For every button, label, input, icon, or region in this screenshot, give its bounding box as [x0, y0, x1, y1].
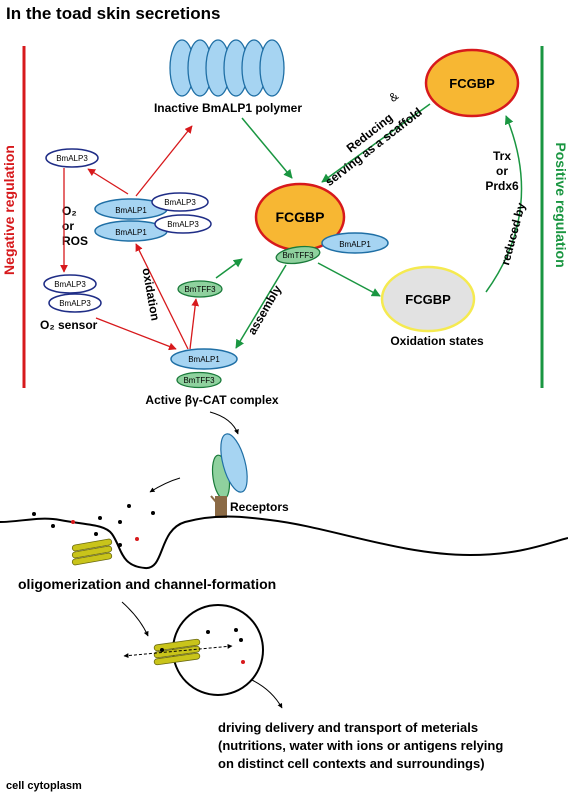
complex-bmalp3-b: BmALP3: [167, 220, 199, 229]
trx-line1: Trx: [493, 149, 511, 163]
o2-line2: or: [62, 219, 74, 233]
bmalp1-center-label: BmALP1: [339, 240, 371, 249]
trx-line2: or: [496, 164, 508, 178]
bmalp3-sensor-b-label: BmALP3: [59, 299, 91, 308]
arrow-to-delivery: [251, 679, 283, 709]
bmalp3-sensor-a: [43, 274, 97, 294]
delivery-line3: on distinct cell contexts and surroundin…: [218, 756, 485, 771]
bmalp3-single-label: BmALP3: [56, 154, 88, 163]
bmtff3-single: [177, 280, 223, 298]
transport-arrow: [123, 643, 233, 659]
bmalp3-sensor-a-label: BmALP3: [54, 280, 86, 289]
delivery-line1: driving delivery and transport of meteri…: [218, 720, 478, 735]
o2-sensor-label: O₂ sensor: [40, 318, 98, 332]
inactive-polymer-label: Inactive BmALP1 polymer: [154, 101, 302, 115]
complex-bmalp1-b: BmALP1: [115, 228, 147, 237]
positive-regulation-label: Positive regulation: [553, 142, 568, 267]
oxidation-label: oxidation: [139, 267, 162, 322]
bmalp3-sensor-b: [48, 293, 102, 313]
particles: [32, 504, 155, 547]
red-arrows: [60, 125, 200, 351]
bmalp3-single: [45, 148, 99, 168]
cell-cytoplasm-label: cell cytoplasm: [6, 780, 82, 792]
bmtff3-center: [275, 245, 321, 265]
fcgbp-oxidized-label: FCGBP: [405, 292, 451, 307]
bmalp1-bmalp3-complex: [94, 192, 212, 242]
active-complex-label: Active βγ-CAT complex: [145, 393, 278, 407]
inactive-bmalp1-polymer: [169, 39, 285, 97]
bmtff3-single-label: BmTFF3: [184, 285, 216, 294]
bmalp1-active-label: BmALP1: [188, 355, 220, 364]
scaffold-label: serving as a scaffold: [322, 105, 424, 189]
bmalp1-active: [170, 348, 238, 370]
o2-line1: O₂: [62, 204, 77, 218]
complex-bmalp1-a: BmALP1: [115, 206, 147, 215]
delivery-line2: (nutritions, water with ions or antigens…: [218, 738, 503, 753]
fcgbp-center-label: FCGBP: [276, 209, 325, 225]
channel-in-membrane: [71, 538, 113, 566]
bmalp1-center: [321, 232, 389, 254]
green-arrows: [215, 103, 523, 349]
reduced-by-label: reduced by: [498, 201, 528, 267]
bmtff3-center-label: BmTFF3: [282, 251, 314, 260]
diagram-title: In the toad skin secretions: [6, 4, 220, 23]
negative-regulation-label: Negative regulation: [1, 145, 17, 275]
receptor: [210, 433, 248, 518]
receptors-label: Receptors: [230, 500, 289, 514]
oligomerization-label: oligomerization and channel-formation: [18, 576, 276, 592]
bmtff3-active: [176, 371, 222, 389]
assembly-label: assembly: [245, 283, 285, 338]
complex-bmalp3-a: BmALP3: [164, 198, 196, 207]
cell-membrane: [0, 515, 568, 570]
reducing-amp: &: [386, 89, 401, 105]
arrow-to-receptor: [209, 411, 239, 435]
vesicle-particles: [160, 628, 245, 664]
arrow-to-membrane: [149, 477, 181, 493]
fcgbp-top: [424, 48, 520, 118]
oxidation-states-label: Oxidation states: [390, 334, 484, 348]
arrow-to-vesicle: [121, 601, 149, 637]
o2-line3: ROS: [62, 234, 88, 248]
trx-line3: Prdx6: [485, 179, 519, 193]
bmtff3-active-label: BmTFF3: [183, 376, 215, 385]
fcgbp-top-label: FCGBP: [449, 76, 495, 91]
fcgbp-oxidized: [380, 265, 476, 333]
